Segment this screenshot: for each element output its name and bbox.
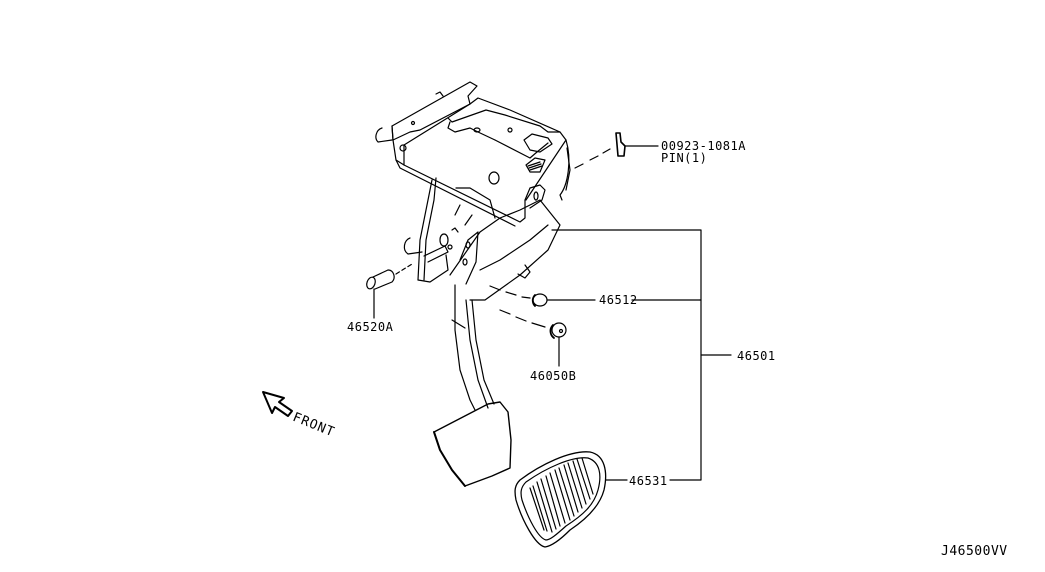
assembly-part-number: 46501 — [737, 349, 776, 363]
nut-part-number: 46050B — [530, 369, 577, 383]
bolt-part — [365, 264, 412, 318]
pedal-pad-on-arm — [434, 402, 511, 486]
pin-part — [575, 133, 658, 168]
pedal-pad-part-number: 46531 — [629, 474, 668, 488]
pin-part-number: 00923-1081A — [661, 139, 746, 153]
assembly-leader — [552, 230, 731, 480]
front-arrow-icon — [263, 392, 292, 416]
bushing-part-number: 46512 — [599, 293, 638, 307]
bolt-part-number: 46520A — [347, 320, 394, 334]
diagram-code: J46500VV — [941, 544, 1008, 559]
bushing-part — [490, 286, 700, 306]
pedal-bracket — [376, 82, 570, 282]
pedal-pad-rubber — [515, 452, 606, 547]
nut-part — [500, 310, 566, 366]
pedal-arm — [450, 200, 560, 410]
pin-note: PIN(1) — [661, 151, 708, 165]
